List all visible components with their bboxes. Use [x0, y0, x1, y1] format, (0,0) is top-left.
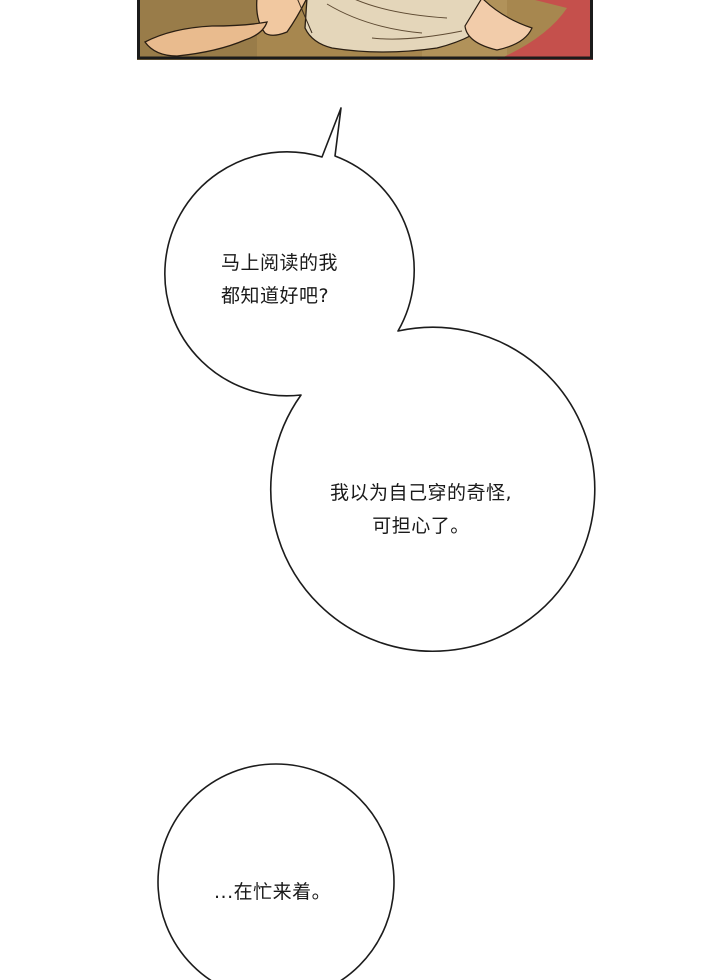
top-panel: [137, 0, 593, 60]
fold-line-2: [355, 0, 448, 19]
fold-line-3: [371, 30, 463, 40]
dialogue-line: 可担心了。: [372, 515, 470, 537]
dialogue-text-2: 我以为自己穿的奇怪, 可担心了。: [330, 477, 512, 543]
hands-artwork-icon: [137, 0, 593, 60]
right-hand: [464, 0, 533, 51]
dialogue-text-3: ...在忙来着。: [214, 876, 331, 909]
ink-stroke-1: [297, 0, 313, 34]
dialogue-line: 都知道好吧?: [221, 285, 330, 307]
left-hand: [256, 0, 307, 36]
dialogue-text-1: 马上阅读的我 都知道好吧?: [221, 247, 338, 313]
red-sleeve: [497, 0, 593, 60]
panel-frame: [137, 0, 593, 60]
dialogue-line: ...在忙来着。: [214, 881, 332, 903]
dialogue-line: 我以为自己穿的奇怪,: [330, 482, 513, 504]
speech-bubble-merged: [164, 107, 596, 652]
speech-bubble-bottom: [157, 763, 395, 980]
dialogue-line: 马上阅读的我: [221, 252, 339, 274]
resting-hand: [144, 21, 268, 57]
fold-line-1: [326, 3, 423, 34]
